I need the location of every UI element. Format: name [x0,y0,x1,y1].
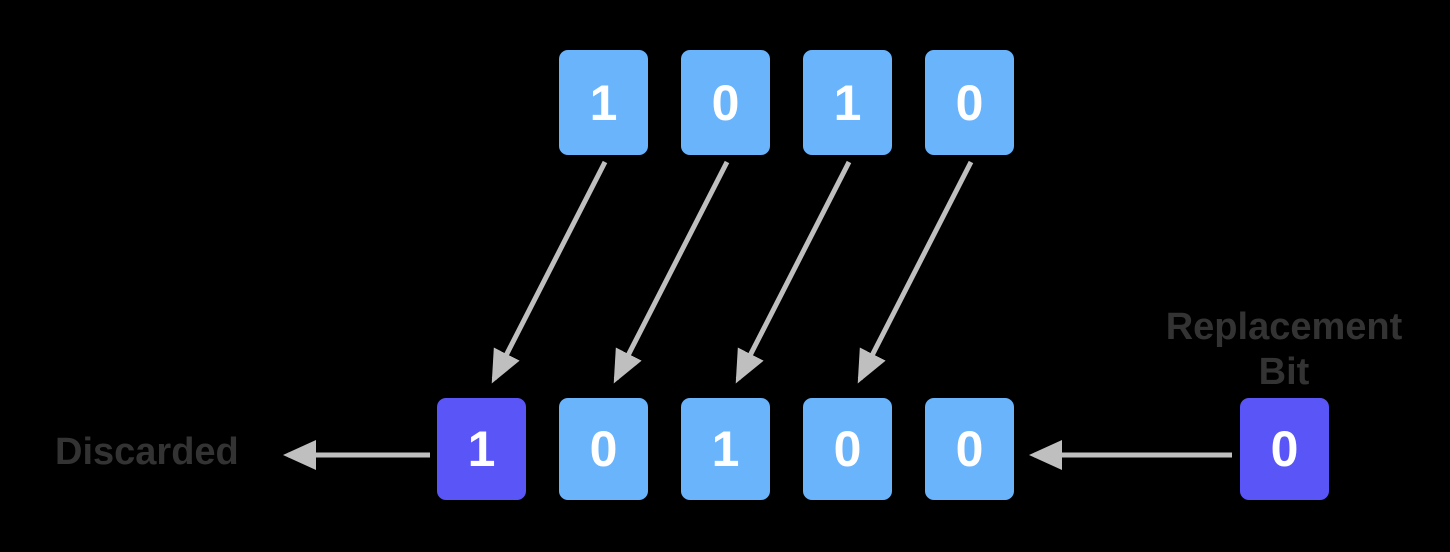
replacement-bit-box: 0 [1240,398,1329,500]
bit-value: 0 [589,421,618,477]
bit-value: 1 [467,421,496,477]
discarded-label: Discarded [55,431,239,473]
bit-value: 1 [711,421,740,477]
top-bit-3: 0 [925,50,1014,155]
replacement-label-line-2: Bit [1258,350,1310,393]
bit-value: 0 [833,421,862,477]
shift-arrow-3 [735,160,852,384]
replacement-label-line-1: Replacement [1165,306,1403,348]
shift-arrow-1 [491,160,608,384]
bottom-bit-3: 0 [803,398,892,500]
bottom-bit-1: 0 [559,398,648,500]
bottom-bit-0: 1 [437,398,526,500]
replacement-bit-label: Replacement Bit [1164,305,1404,395]
shift-arrows-group [491,160,974,384]
bit-value: 1 [589,74,618,131]
bottom-bit-2: 1 [681,398,770,500]
shift-arrow-2 [613,160,730,384]
bit-value: 1 [833,74,862,131]
shift-arrow-4 [857,160,974,384]
top-bit-2: 1 [803,50,892,155]
top-bit-0: 1 [559,50,648,155]
bit-value: 0 [955,74,984,131]
bottom-bit-4: 0 [925,398,1014,500]
bit-value: 0 [1270,421,1299,477]
bit-value: 0 [711,74,740,131]
top-bit-1: 0 [681,50,770,155]
bit-value: 0 [955,421,984,477]
